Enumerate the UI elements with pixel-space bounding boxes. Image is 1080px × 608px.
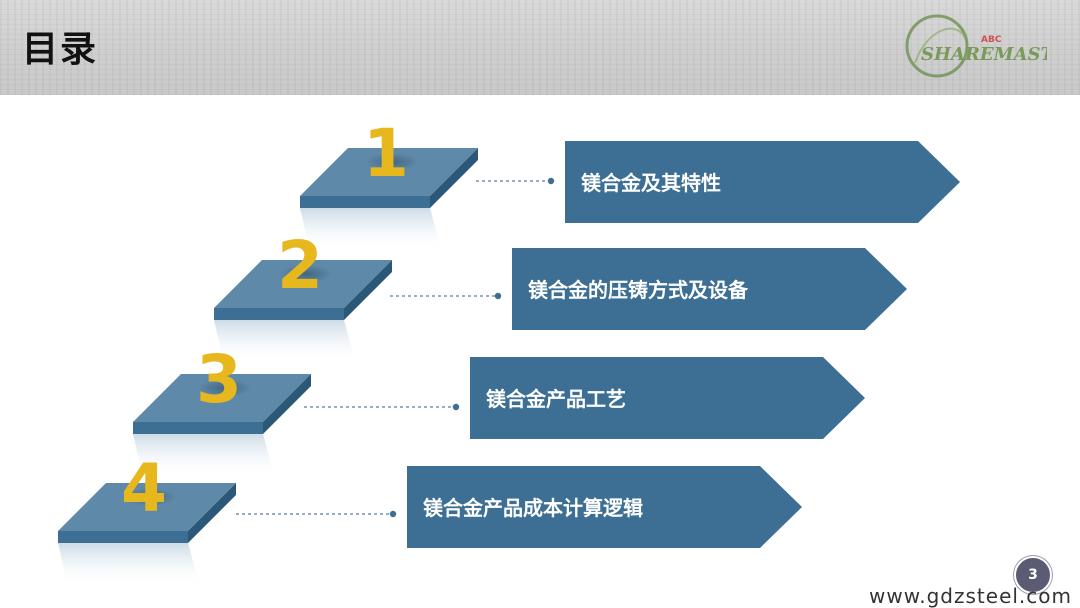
page-number-badge: 3 xyxy=(1014,556,1052,594)
step-top xyxy=(214,260,392,308)
step-top xyxy=(58,483,236,531)
step-top xyxy=(133,374,311,422)
step-reflection xyxy=(133,434,275,478)
step-side xyxy=(188,483,236,543)
step-front xyxy=(133,422,263,434)
toc-item-label: 镁合金的压铸方式及设备 xyxy=(528,278,749,302)
website-url[interactable]: www.gdzsteel.com xyxy=(869,584,1072,608)
step-reflection xyxy=(214,320,356,364)
number-shadow xyxy=(124,488,176,506)
toc-item-3[interactable]: 3 镁合金产品工艺 xyxy=(133,341,865,478)
toc-arrow-banner xyxy=(512,248,907,330)
toc-item-label: 镁合金产品工艺 xyxy=(486,387,626,411)
connector-dot xyxy=(389,510,397,518)
toc-item-4[interactable]: 4 镁合金产品成本计算逻辑 xyxy=(58,450,802,587)
toc-arrow-banner xyxy=(470,357,865,439)
number-shadow xyxy=(199,379,251,397)
svg-text:ABC: ABC xyxy=(981,35,1002,45)
step-number: 4 xyxy=(121,450,167,527)
connector-dot xyxy=(452,403,460,411)
toc-item-1[interactable]: 1 镁合金及其特性 xyxy=(300,115,960,252)
svg-text:SHAREMASTER: SHAREMASTER xyxy=(921,44,1047,65)
toc-arrow-banner xyxy=(407,466,802,548)
step-side xyxy=(344,260,392,320)
header-bar: 目录 ABC SHAREMASTER xyxy=(0,0,1080,95)
toc-item-label: 镁合金产品成本计算逻辑 xyxy=(423,496,643,520)
step-number: 3 xyxy=(196,341,242,418)
sharemaster-logo: ABC SHAREMASTER xyxy=(905,14,1047,78)
number-shadow xyxy=(280,265,332,283)
step-side xyxy=(430,148,478,208)
page-title: 目录 xyxy=(22,29,99,70)
number-shadow xyxy=(366,153,418,171)
step-front xyxy=(58,531,188,543)
step-reflection xyxy=(300,208,442,252)
connector-dot xyxy=(494,292,502,300)
connector-dot xyxy=(547,177,555,185)
step-top xyxy=(300,148,478,196)
step-side xyxy=(263,374,311,434)
step-front xyxy=(214,308,344,320)
toc-arrow-banner xyxy=(565,141,960,223)
toc-item-label: 镁合金及其特性 xyxy=(581,171,721,195)
toc-item-2[interactable]: 2 镁合金的压铸方式及设备 xyxy=(214,227,907,364)
step-number: 2 xyxy=(277,227,323,304)
step-number: 1 xyxy=(363,115,409,192)
step-front xyxy=(300,196,430,208)
step-reflection xyxy=(58,543,200,587)
